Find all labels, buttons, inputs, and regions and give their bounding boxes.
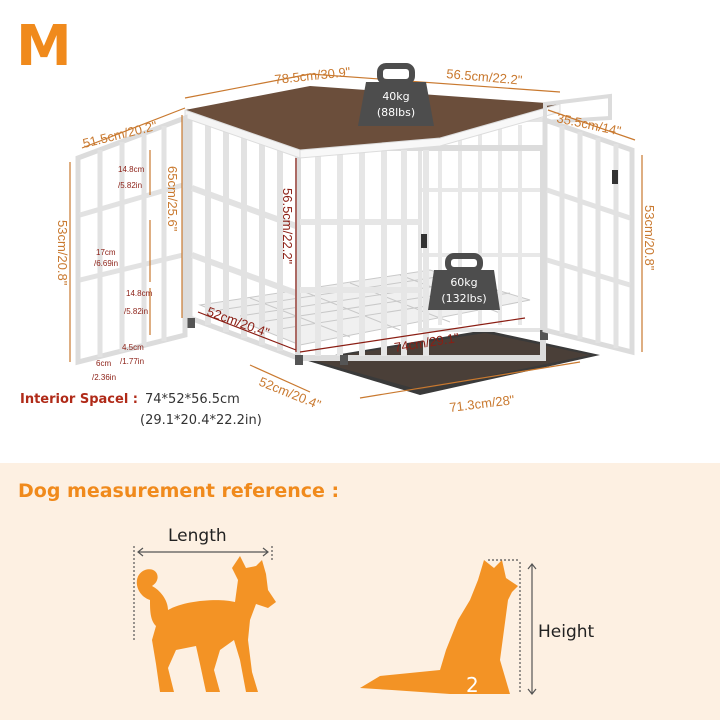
svg-text:/1.77in: /1.77in — [120, 357, 144, 366]
size-badge: M — [16, 14, 72, 79]
standing-dog-silhouette — [136, 556, 276, 692]
total-height-label: 65cm/25.6" — [165, 166, 180, 232]
top-depth-label: 56.5cm/22.2" — [446, 66, 524, 88]
top-weight-badge: 40kg (88lbs) — [358, 63, 434, 126]
svg-text:/5.82in: /5.82in — [124, 307, 148, 316]
left-open-door — [75, 114, 188, 366]
svg-text:/6.69in: /6.69in — [94, 259, 118, 268]
gap-top-label: 14.8cm — [118, 165, 145, 174]
interior-space-value-inches: (29.1*20.4*22.2in) — [140, 413, 262, 428]
interior-space-value: 74*52*56.5cm — [145, 392, 240, 407]
top-weight-kg: 40kg — [382, 90, 409, 103]
dog-height-label: Height — [538, 622, 595, 642]
floor-weight-badge: 60kg (132lbs) — [428, 253, 500, 310]
base-width-label: 71.3cm/28" — [449, 392, 516, 415]
dog-reference-title: Dog measurement reference : — [18, 480, 340, 502]
dog-measure-guides — [133, 546, 537, 695]
floor-weight-lbs: (132lbs) — [441, 292, 486, 305]
top-width-label: 78.5cm/30.9" — [274, 64, 352, 87]
door-latch — [421, 234, 427, 248]
svg-text:/5.82in: /5.82in — [118, 181, 142, 190]
base-depth-label: 52cm/20.4" — [257, 374, 324, 413]
right-open-door — [542, 116, 635, 356]
dimension-lines — [69, 73, 643, 399]
interior-space-label: Interior Spacel : — [20, 392, 139, 407]
svg-text:2: 2 — [466, 673, 479, 697]
left-door-height-label: 53cm/20.8" — [55, 220, 70, 286]
crate-illustration — [75, 86, 635, 395]
gap-mid-label: 17cm — [96, 248, 116, 257]
top-weight-lbs: (88lbs) — [377, 106, 415, 119]
interior-height-label: 56.5cm/22.2" — [280, 188, 295, 265]
svg-text:/2.36in: /2.36in — [92, 373, 116, 382]
gap-corner-b-label: 4.5cm — [122, 343, 144, 352]
dog-reference-panel — [0, 463, 720, 720]
dog-length-label: Length — [168, 526, 227, 546]
gap-bottom-label: 14.8cm — [126, 289, 153, 298]
floor-weight-kg: 60kg — [450, 276, 477, 289]
right-door-height-label: 53cm/20.8" — [642, 205, 657, 271]
sitting-dog-silhouette — [360, 560, 518, 694]
gap-corner-a-label: 6cm — [96, 359, 111, 368]
